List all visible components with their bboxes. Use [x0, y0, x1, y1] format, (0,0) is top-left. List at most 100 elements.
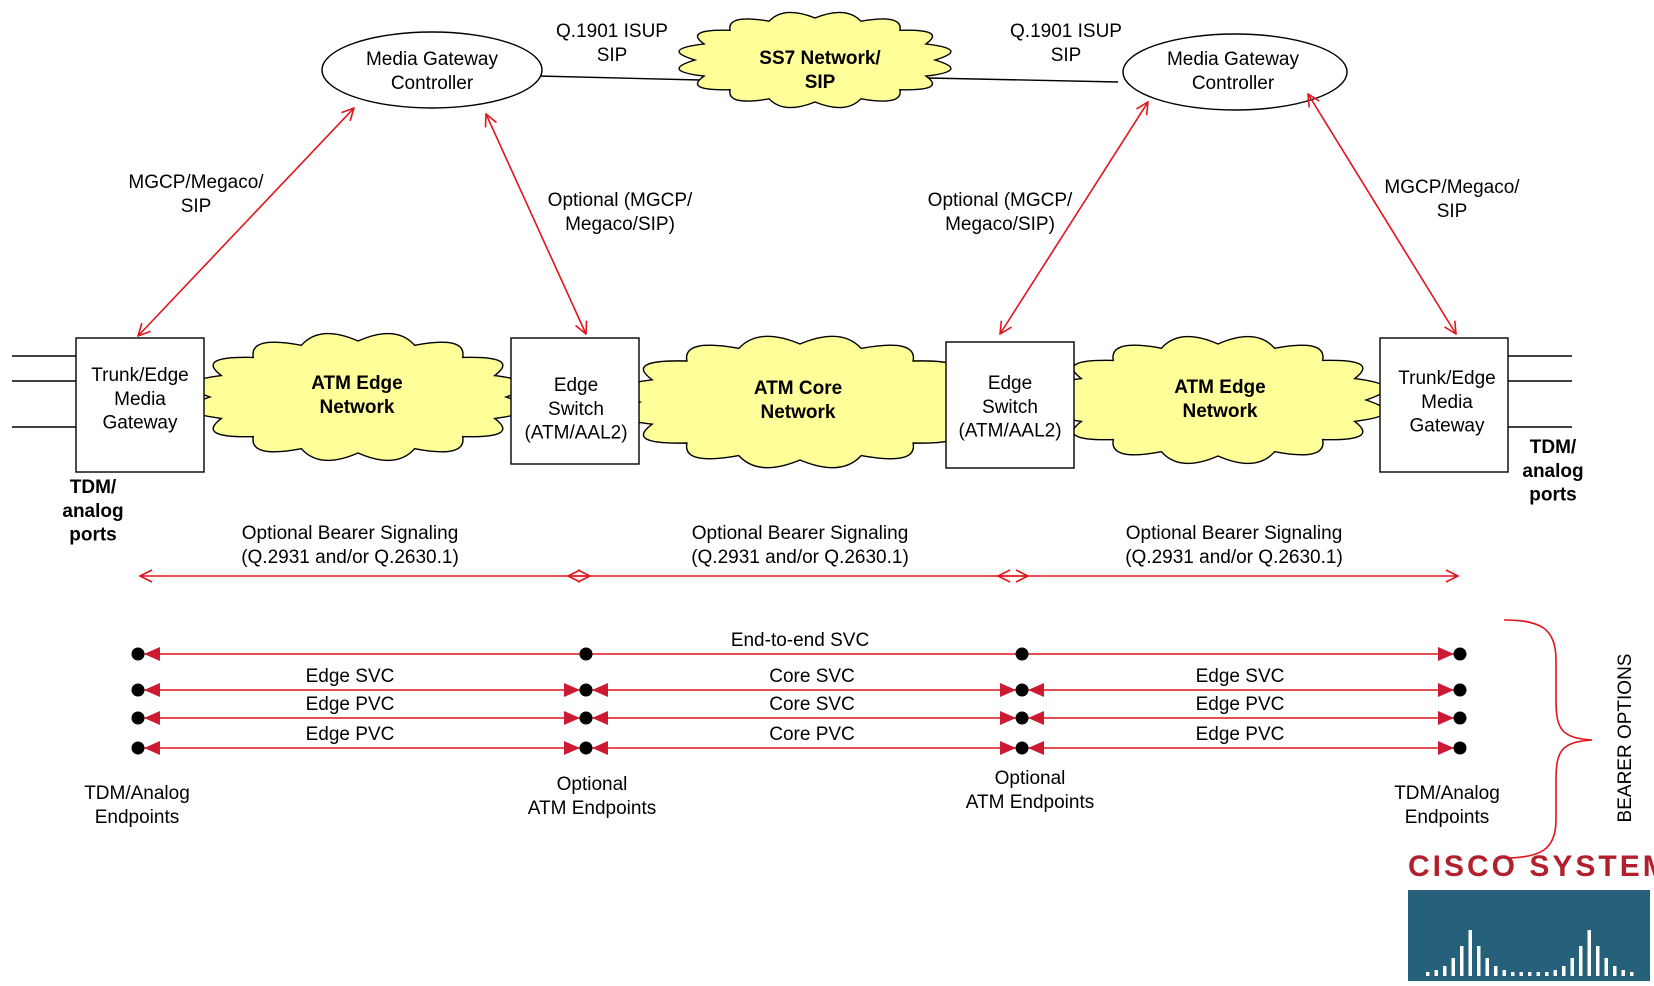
bridge-bar [1596, 946, 1600, 976]
bridge-bar [1443, 966, 1447, 976]
segment-left-label: Edge PVC [306, 724, 395, 745]
endpoint-dot [1453, 711, 1467, 725]
arrowhead [1438, 741, 1454, 755]
bridge-bar [1630, 972, 1634, 976]
cisco-logo-bridge-icon [1408, 890, 1650, 981]
cloud-outline [189, 332, 527, 462]
bearer-signaling-seg3-label: Optional Bearer Signaling(Q.2931 and/or … [1125, 523, 1343, 568]
bridge-bar [1621, 970, 1625, 976]
arrowhead [1438, 683, 1454, 697]
arrowhead [144, 741, 160, 755]
bridge-bar [1528, 972, 1532, 976]
bridge-bar [1604, 958, 1608, 976]
endpoint-dot [579, 741, 593, 755]
bridge-bar [1502, 970, 1506, 976]
cloud-outline [618, 335, 982, 469]
bridge-bar [1562, 966, 1566, 976]
endpoint-dot [1453, 683, 1467, 697]
edge-switch-right [945, 341, 1075, 469]
endpoint-dot [1453, 741, 1467, 755]
optional-left-label: Optional (MGCP/Megaco/SIP) [548, 190, 693, 235]
bridge-bar [1485, 958, 1489, 976]
arrowhead [564, 741, 580, 755]
endpoint-dot [131, 683, 145, 697]
mgcp-arrow-left [138, 108, 354, 336]
bridge-bar [1613, 966, 1617, 976]
segment-right-label: Edge PVC [1196, 694, 1285, 715]
arrowhead [592, 741, 608, 755]
bridge-bar [1536, 972, 1540, 976]
segment-left-label: Edge SVC [306, 666, 395, 687]
bridge-bar [1460, 946, 1464, 976]
arrowhead [1000, 711, 1016, 725]
bridge-bar [1468, 930, 1472, 976]
endpoint-dot [579, 683, 593, 697]
cloud-outline [678, 11, 952, 109]
arrowhead [564, 683, 580, 697]
arrowhead [144, 647, 160, 661]
mgcp-left-label: MGCP/Megaco/SIP [128, 172, 264, 217]
bearer-signaling-seg2-label: Optional Bearer Signaling(Q.2931 and/or … [691, 523, 909, 568]
bridge-bar [1579, 946, 1583, 976]
trunk-edge-media-gateway-right [1379, 337, 1509, 473]
segment-middle-label: Core PVC [769, 724, 855, 745]
endpoint-dot [1015, 711, 1029, 725]
bridge-bar [1477, 946, 1481, 976]
atm-edge-network-left-cloud [189, 332, 527, 462]
edge-switch-left [510, 337, 640, 465]
segment-middle-label: Core SVC [769, 694, 855, 715]
arrowhead [1028, 741, 1044, 755]
arrowhead [144, 683, 160, 697]
arrowhead [1000, 683, 1016, 697]
bridge-bar [1545, 972, 1549, 976]
cisco-systems-logo-text: Cisco Systems [1408, 850, 1654, 883]
bearer-signaling-seg1-label: Optional Bearer Signaling(Q.2931 and/or … [241, 523, 459, 568]
trunk-edge-media-gateway-left [75, 337, 205, 473]
end-to-end-svc-label: End-to-end SVC [731, 630, 869, 651]
segment-right-label: Edge PVC [1196, 724, 1285, 745]
segment-right-label: Edge SVC [1196, 666, 1285, 687]
media-gateway-controller-right [1122, 33, 1348, 111]
bearer-options-brace [1503, 619, 1593, 859]
arrowhead [1028, 711, 1044, 725]
arrowhead [1000, 741, 1016, 755]
ss7-network-cloud [678, 11, 952, 109]
segment-left-label: Edge PVC [306, 694, 395, 715]
endpoint-dot [1015, 647, 1029, 661]
bridge-bar [1451, 958, 1455, 976]
atm-core-network-cloud [618, 335, 982, 469]
mgcp-arrow-right [1308, 94, 1456, 334]
optional-arrow-right [1000, 102, 1148, 334]
arrowhead [144, 711, 160, 725]
media-gateway-controller-left [321, 31, 543, 109]
endpoint-dot [579, 711, 593, 725]
arrowhead [1438, 647, 1454, 661]
arrowhead [564, 711, 580, 725]
segment-middle-label: Core SVC [769, 666, 855, 687]
bridge-bar [1570, 958, 1574, 976]
optional-right-label: Optional (MGCP/Megaco/SIP) [928, 190, 1073, 235]
arrowhead [1438, 711, 1454, 725]
endpoint-dot [131, 647, 145, 661]
arrowhead [592, 683, 608, 697]
bridge-bar [1587, 930, 1591, 976]
bearer-options-label: BEARER OPTIONS [1615, 654, 1636, 823]
bridge-bar [1434, 970, 1438, 976]
endpoint-dot [1015, 741, 1029, 755]
bridge-bar [1519, 972, 1523, 976]
mgcp-right-label: MGCP/Megaco/SIP [1384, 177, 1520, 222]
